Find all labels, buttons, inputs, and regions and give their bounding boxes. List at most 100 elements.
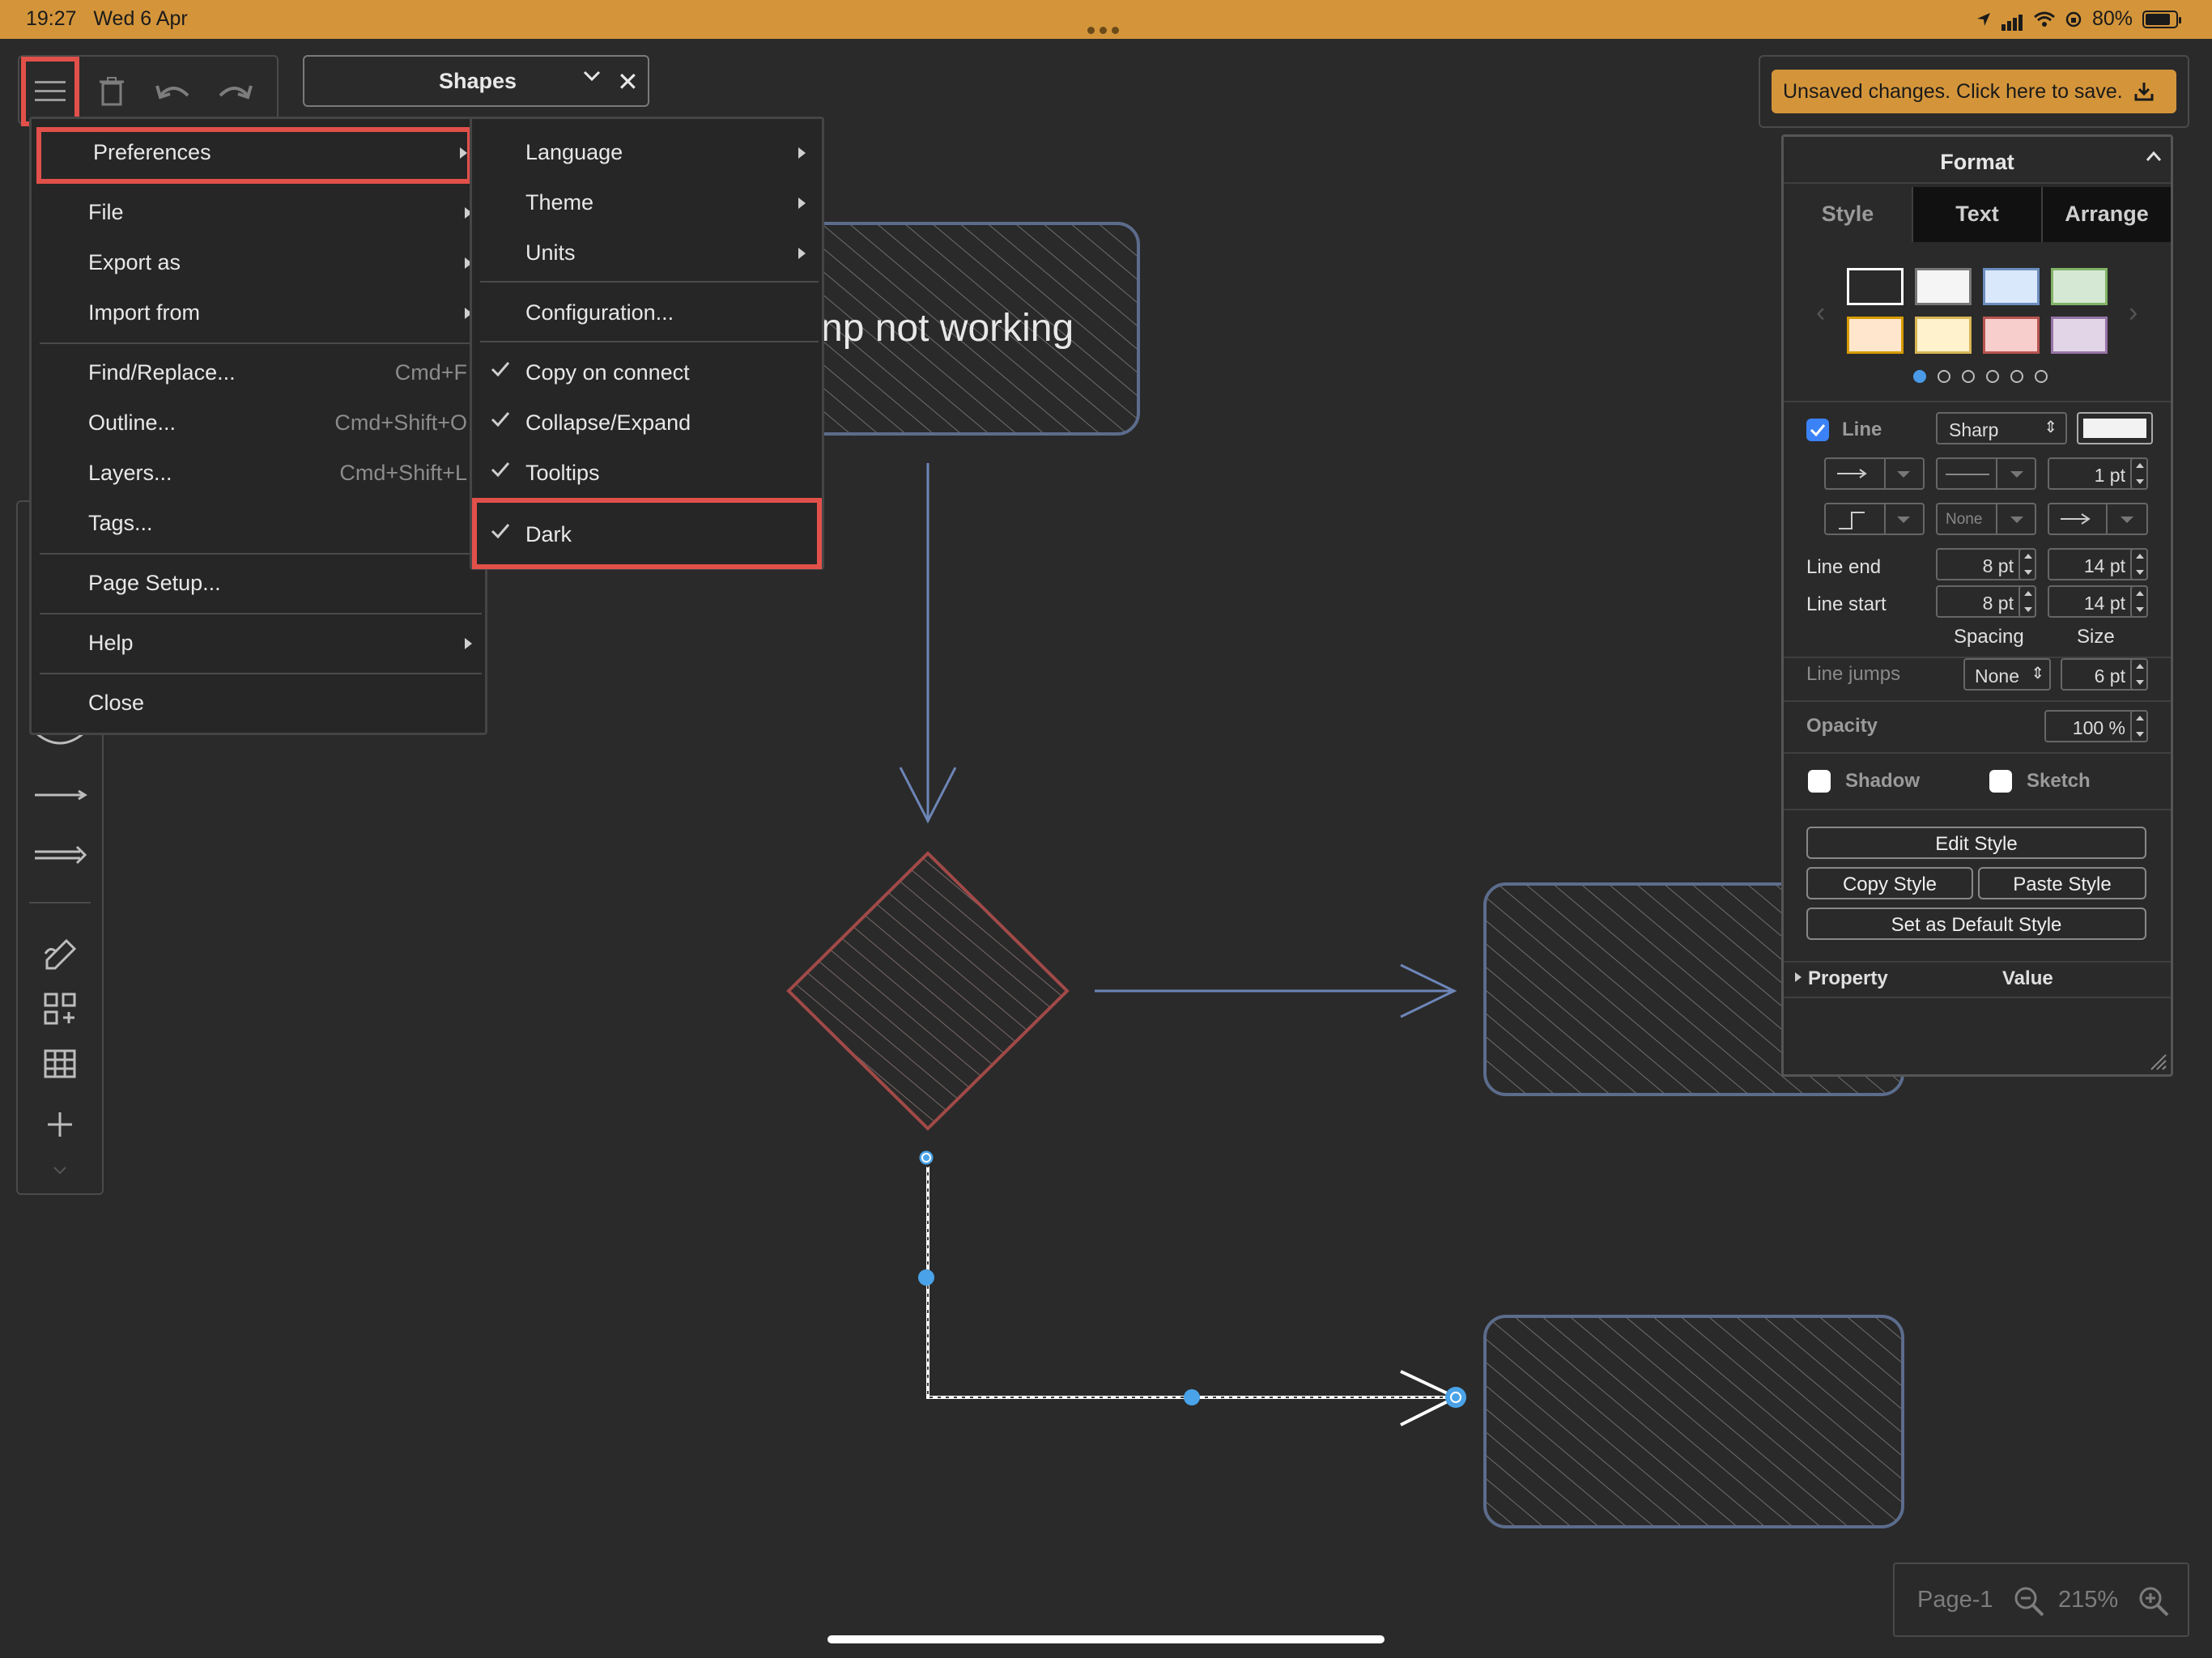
chevron-down-icon[interactable] [583, 70, 601, 83]
menu-item-close[interactable]: Close [88, 691, 145, 715]
tab-style[interactable]: Style [1784, 187, 1912, 242]
divider [1784, 401, 2171, 402]
process-shape-bottom[interactable] [1483, 1315, 1904, 1528]
menu-item-import-from[interactable]: Import from [32, 287, 485, 338]
chevron-left-icon[interactable]: ‹ [1816, 297, 1826, 328]
format-panel-header[interactable]: Format [1784, 137, 2171, 184]
stepper-icon[interactable] [2018, 585, 2036, 618]
submenu-item-dark[interactable]: Dark [472, 498, 822, 569]
submenu-item-language[interactable]: Language [472, 127, 822, 177]
menu-item-help[interactable]: Help [32, 618, 485, 668]
zoom-out-icon[interactable] [2013, 1585, 2045, 1618]
shadow-checkbox[interactable] [1808, 770, 1831, 793]
shapes-panel-tab[interactable]: Shapes ✕ [303, 55, 649, 107]
style-swatches [1847, 268, 2114, 354]
swatch-pager[interactable] [1913, 370, 2048, 383]
submenu-item-tooltips[interactable]: Tooltips [472, 448, 822, 498]
page-name[interactable]: Page-1 [1917, 1587, 1993, 1613]
style-swatch[interactable] [1847, 268, 1904, 305]
undo-button[interactable] [144, 57, 202, 126]
line-checkbox[interactable] [1806, 419, 1829, 441]
connector-handles[interactable] [917, 1148, 1466, 1408]
stepper-icon[interactable] [2130, 710, 2148, 742]
insert-tool[interactable] [18, 1111, 102, 1138]
menu-item-file[interactable]: File [32, 187, 485, 237]
menu-item-tags[interactable]: Tags... [88, 511, 153, 535]
line-jumps-label: Line jumps [1806, 663, 1901, 685]
style-swatch[interactable] [1847, 317, 1904, 354]
save-button[interactable]: Unsaved changes. Click here to save. [1772, 70, 2176, 113]
decision-diamond[interactable] [786, 851, 1070, 1131]
menu-item-page-setup[interactable]: Page Setup... [88, 571, 221, 595]
submenu-item-copy-on-connect[interactable]: Copy on connect [472, 347, 822, 397]
line-end-spacing-input[interactable]: 8 pt [1936, 548, 2036, 580]
connector-arrow-down[interactable] [899, 463, 957, 824]
sketch-checkbox[interactable] [1989, 770, 2012, 793]
ellipse-shape-tool[interactable] [18, 732, 102, 748]
multitasking-dots[interactable] [1087, 16, 1124, 40]
line-arrow-type-select[interactable] [1824, 457, 1925, 490]
copy-style-button[interactable]: Copy Style [1806, 867, 1973, 899]
chevron-up-icon[interactable] [2145, 150, 2163, 163]
edit-style-button[interactable]: Edit Style [1806, 827, 2146, 859]
style-swatch[interactable] [1983, 317, 2040, 354]
zoom-level[interactable]: 215% [2058, 1587, 2119, 1613]
trash-icon [100, 77, 124, 106]
line-jumps-select[interactable]: None ⇕ [1963, 658, 2051, 691]
menu-item-layers[interactable]: Layers...Cmd+Shift+L [88, 461, 467, 485]
property-table-header[interactable]: Property Value [1795, 967, 2167, 1000]
stepper-icon[interactable] [2130, 457, 2148, 490]
stepper-icon[interactable] [2018, 548, 2036, 580]
line-width-input[interactable]: 1 pt [2048, 457, 2148, 490]
style-swatch[interactable] [2051, 268, 2108, 305]
orientation-lock-icon [2065, 11, 2082, 27]
main-toolbar [18, 55, 279, 126]
line-start-spacing-input[interactable]: 8 pt [1936, 585, 2036, 618]
tab-text[interactable]: Text [1912, 187, 2041, 242]
menu-item-find-replace[interactable]: Find/Replace...Cmd+F [88, 360, 467, 385]
line-tool[interactable] [18, 787, 102, 803]
waypoint-style-select[interactable] [1824, 503, 1925, 535]
submenu-item-theme[interactable]: Theme [472, 177, 822, 227]
line-pattern-select[interactable] [1936, 457, 2036, 490]
chevron-right-icon[interactable]: › [2129, 297, 2138, 328]
stepper-icon[interactable] [2130, 548, 2148, 580]
style-swatch[interactable] [1915, 268, 1972, 305]
line-start-size-input[interactable]: 14 pt [2048, 585, 2148, 618]
zoom-in-icon[interactable] [2138, 1585, 2170, 1618]
paste-style-button[interactable]: Paste Style [1978, 867, 2146, 899]
freehand-tool[interactable] [18, 937, 102, 973]
opacity-input[interactable]: 100 % [2044, 710, 2148, 742]
tab-arrange[interactable]: Arrange [2041, 187, 2171, 242]
menu-item-export-as[interactable]: Export as [32, 237, 485, 287]
line-color-picker[interactable] [2077, 412, 2153, 444]
stepper-icon[interactable] [2130, 585, 2148, 618]
connection-arrow-select[interactable] [2048, 503, 2148, 535]
stepper-icon[interactable] [2130, 658, 2148, 691]
redo-button[interactable] [206, 57, 264, 126]
line-style-select[interactable]: Sharp ⇕ [1936, 412, 2067, 444]
style-swatch[interactable] [1915, 317, 1972, 354]
table-tool[interactable] [18, 1049, 102, 1078]
home-indicator[interactable] [827, 1635, 1385, 1643]
line-jumps-size-input[interactable]: 6 pt [2061, 658, 2148, 691]
grid-add-icon [44, 993, 76, 1025]
delete-button[interactable] [83, 57, 141, 126]
waypoint-none-select[interactable]: None [1936, 503, 2036, 535]
style-swatch[interactable] [1983, 268, 2040, 305]
selected-connector[interactable] [926, 1156, 1460, 1426]
menu-item-preferences[interactable]: Preferences [36, 127, 472, 184]
line-end-size-input[interactable]: 14 pt [2048, 548, 2148, 580]
submenu-item-units[interactable]: Units [472, 227, 822, 278]
close-icon[interactable]: ✕ [617, 67, 639, 96]
submenu-item-configuration[interactable]: Configuration... [525, 300, 674, 325]
double-arrow-tool[interactable] [18, 845, 102, 865]
sidebar-expand[interactable] [18, 1166, 102, 1175]
set-default-style-button[interactable]: Set as Default Style [1806, 908, 2146, 940]
connector-arrow-right[interactable] [1095, 963, 1457, 1018]
add-shapes-tool[interactable] [18, 993, 102, 1025]
submenu-item-collapse-expand[interactable]: Collapse/Expand [472, 397, 822, 448]
style-swatch[interactable] [2051, 317, 2108, 354]
menu-item-outline[interactable]: Outline...Cmd+Shift+O [88, 410, 467, 435]
resize-handle-icon[interactable] [2148, 1052, 2167, 1071]
